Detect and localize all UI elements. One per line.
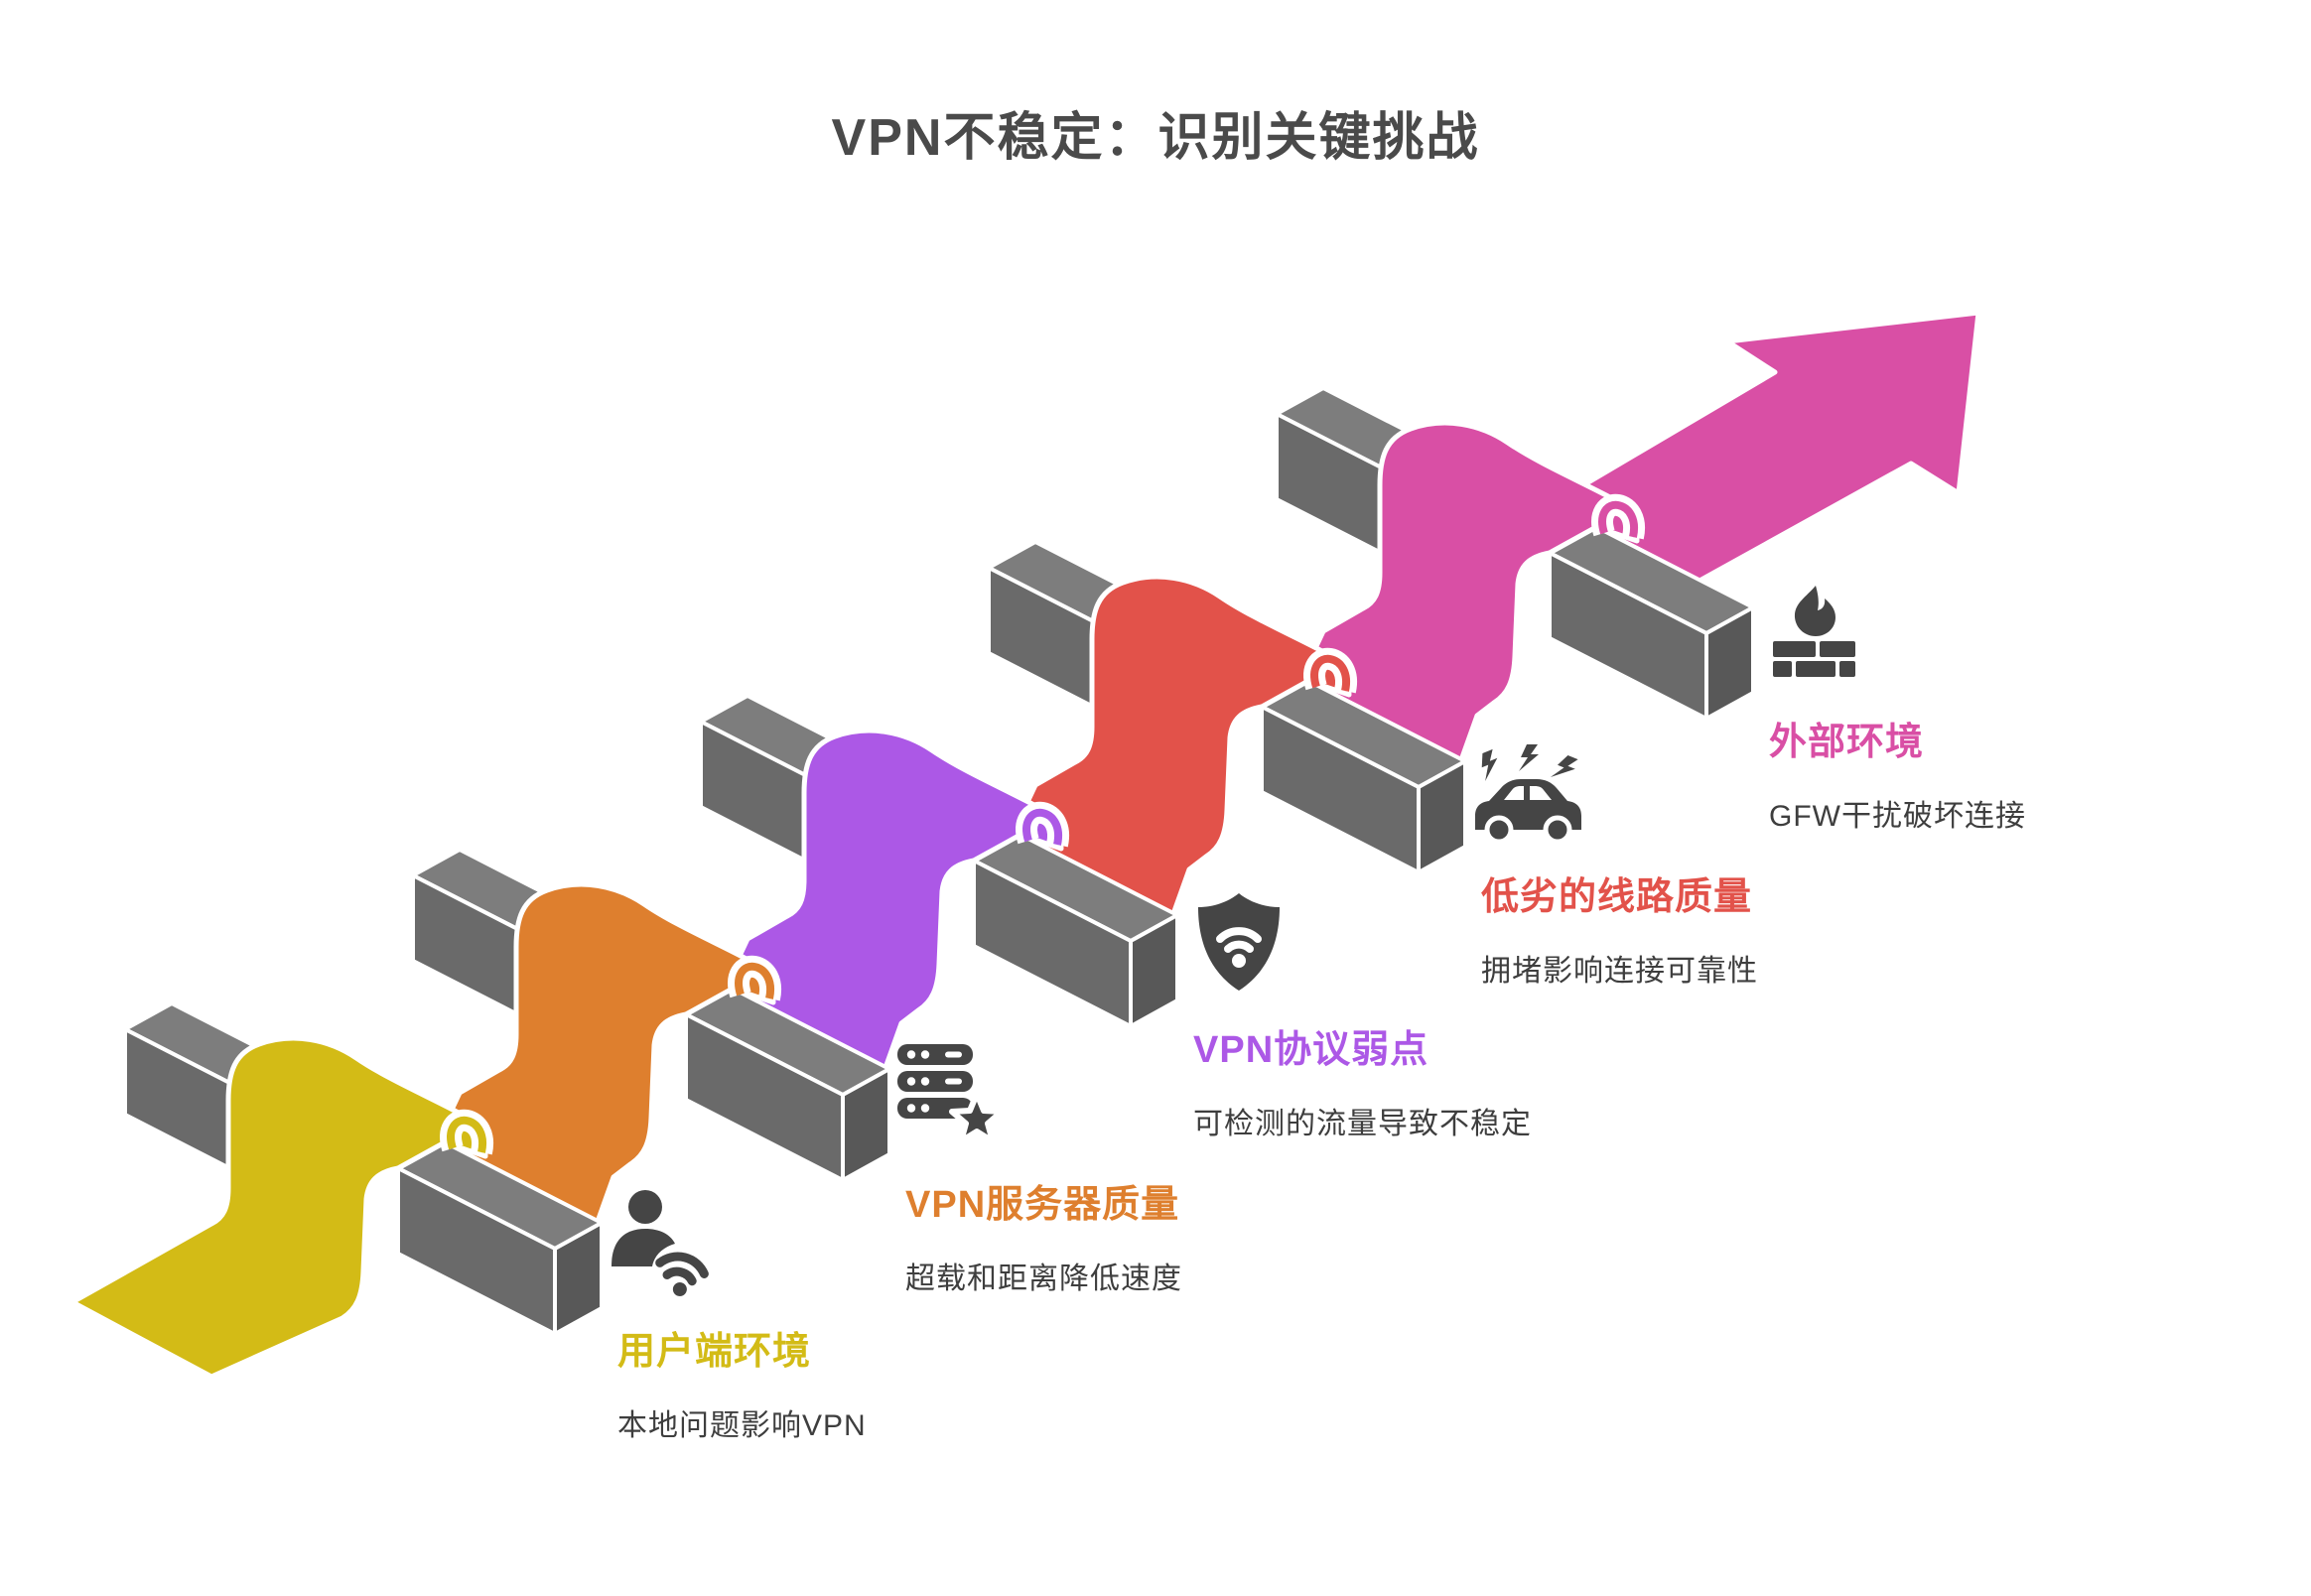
ribbon-segment — [417, 881, 776, 1250]
stage-5-graphic — [1275, 310, 1981, 788]
stage-1-graphic — [69, 1001, 604, 1380]
shield-wifi-icon — [1183, 889, 1294, 1000]
stage-title: 低劣的线路质量 — [1481, 876, 1753, 918]
stage-3-label: VPN协议弱点 可检测的流量导致不稳定 — [1193, 1018, 1749, 1142]
block-bar — [396, 1140, 604, 1336]
stage-5-label: 外部环境 GFW干扰破坏连接 — [1769, 711, 2311, 835]
ribbon-segment — [69, 1035, 488, 1380]
star-shape — [949, 1091, 1005, 1144]
car-accident-icon — [1467, 742, 1592, 858]
stage-4-graphic — [987, 540, 1467, 942]
block-bar — [1260, 679, 1467, 874]
block-bar — [972, 833, 1179, 1028]
stage-desc: 可检测的流量导致不稳定 — [1193, 1108, 1532, 1140]
page-title: VPN不稳定：识别关键挑战 — [831, 109, 1480, 167]
stage-1-label: 用户端环境 本地问题影响VPN — [617, 1320, 1173, 1444]
firewall-icon — [1759, 584, 1870, 695]
stage-2-label: VPN服务器质量 超载和距离降低速度 — [905, 1173, 1461, 1297]
ribbon-segment — [705, 728, 1064, 1096]
stage-title: 外部环境 — [1769, 722, 1925, 763]
stage-title: VPN协议弱点 — [1193, 1029, 1429, 1071]
stage-4-label: 低劣的线路质量 拥堵影响连接可靠性 — [1481, 865, 2037, 990]
stage-desc: 超载和距离降低速度 — [905, 1263, 1182, 1295]
ribbon-segment — [1281, 420, 1640, 788]
stage-desc: 本地问题影响VPN — [617, 1409, 867, 1442]
user-wifi-icon — [608, 1183, 723, 1298]
ribbon-segment — [993, 574, 1352, 942]
server-star-icon — [895, 1040, 1011, 1155]
block-bar — [684, 987, 891, 1182]
stage-desc: GFW干扰破坏连接 — [1769, 800, 2026, 833]
stage-3-graphic — [699, 694, 1179, 1096]
stage-title: 用户端环境 — [617, 1331, 812, 1373]
stage-title: VPN服务器质量 — [905, 1184, 1180, 1226]
stage-desc: 拥堵影响连接可靠性 — [1481, 955, 1758, 988]
stage-2-graphic — [411, 848, 891, 1250]
